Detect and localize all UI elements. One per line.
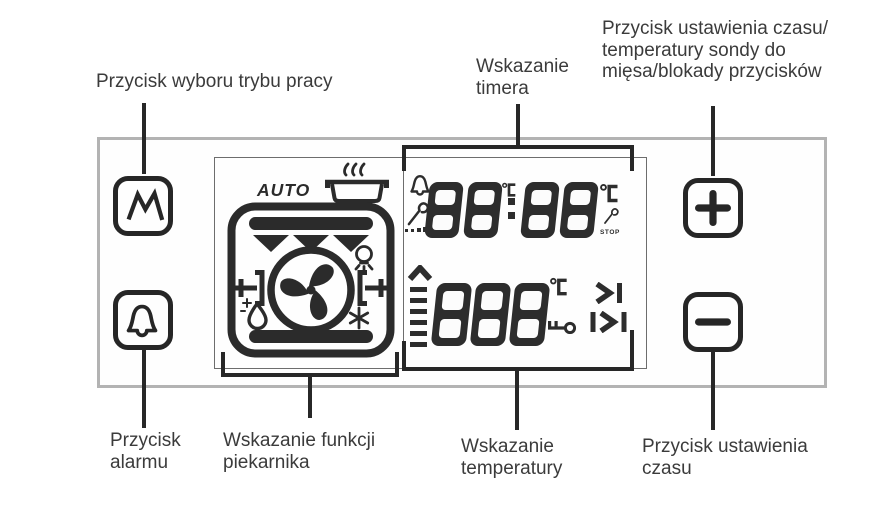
- colon-dot: [508, 198, 515, 205]
- stop-indicator: STOP: [600, 229, 620, 236]
- timer-callout-stem: [516, 104, 520, 147]
- label-line: Przycisk ustawienia czasu/: [602, 18, 828, 39]
- timer-bracket-tick-left: [402, 145, 406, 171]
- auto-indicator: AUTO: [257, 180, 311, 200]
- label-line: piekarnika: [223, 451, 310, 473]
- seven-segment-digit: [508, 283, 551, 346]
- function-bracket-tick-right: [395, 352, 399, 377]
- digit-window: [480, 291, 504, 310]
- label-alarm-button: Przycisk alarmu: [110, 430, 181, 473]
- function-bracket-tick-left: [221, 352, 225, 377]
- temperature-callout-stem: [515, 367, 519, 430]
- plus-button[interactable]: [683, 178, 743, 238]
- label-line: Wskazanie funkcji: [223, 430, 376, 451]
- label-line: timera: [476, 77, 529, 99]
- seven-segment-digit: [469, 283, 512, 346]
- digit-window: [519, 291, 543, 310]
- function-callout-stem: [308, 373, 312, 418]
- steam-clean-droplet-icon: [240, 298, 268, 331]
- digit-window: [516, 319, 540, 338]
- label-time-probe-lock-button: Przycisk ustawienia czasu/ temperatury s…: [602, 18, 828, 83]
- seven-segment-digit: [430, 283, 473, 346]
- label-time-set-button: Przycisk ustawienia czasu: [642, 436, 808, 479]
- probe-socket-right-icon: [357, 270, 391, 306]
- mode-select-button[interactable]: [113, 176, 173, 236]
- label-mode-button: Przycisk wyboru trybu pracy: [96, 71, 333, 93]
- temp-rise-chevron-icon: [407, 265, 433, 281]
- label-line: mięsa/blokady przycisków: [602, 61, 822, 82]
- temperature-value-display: [404, 158, 646, 368]
- oven-outline: [227, 202, 395, 358]
- label-oven-function-indicator: Wskazanie funkcji piekarnika: [223, 430, 375, 473]
- minus-callout-line: [711, 351, 715, 430]
- label-line: czasu: [642, 457, 692, 479]
- mode-m-icon: [126, 188, 165, 221]
- plus-callout-line: [711, 106, 715, 176]
- arrow-between-bars-icon: [590, 311, 627, 333]
- plus-icon: [695, 190, 731, 226]
- label-line: Przycisk: [110, 430, 181, 451]
- pot-steam-icon: [325, 162, 389, 203]
- alarm-button[interactable]: [113, 290, 173, 350]
- label-line: Przycisk wyboru trybu pracy: [96, 71, 333, 92]
- degree-c-icon: [550, 277, 569, 296]
- fan-icon: [267, 246, 355, 334]
- temperature-bracket-tick-right: [630, 330, 634, 369]
- key-lock-icon: [548, 321, 576, 334]
- minus-button[interactable]: [683, 292, 743, 352]
- top-heat-icon: [249, 217, 373, 230]
- label-line: Przycisk ustawienia: [642, 436, 808, 457]
- timer-bracket: [402, 145, 634, 149]
- timer-value-display: [404, 158, 646, 368]
- label-temperature-indicator: Wskazanie temperatury: [461, 436, 562, 479]
- oven-symbol: [227, 202, 395, 358]
- label-line: temperatury sondy do: [602, 39, 786, 61]
- digit-window: [477, 319, 501, 338]
- alarm-callout-line: [142, 349, 146, 428]
- arrow-to-end-icon: [595, 282, 622, 304]
- digit-window: [438, 319, 462, 338]
- label-line: Wskazanie: [476, 56, 569, 77]
- timer-bracket-tick-right: [630, 145, 634, 171]
- label-line: Wskazanie: [461, 436, 554, 457]
- minus-icon: [695, 318, 731, 326]
- bell-icon: [126, 304, 158, 338]
- label-timer-indicator: Wskazanie timera: [476, 56, 569, 99]
- bottom-heat-icon: [249, 330, 373, 343]
- temperature-bracket-tick-left: [402, 341, 406, 369]
- lamp-icon: [354, 245, 374, 272]
- colon-dot: [508, 212, 515, 219]
- digits-display: STOP: [403, 157, 647, 369]
- label-line: alarmu: [110, 451, 169, 473]
- mode-callout-line: [142, 103, 146, 174]
- digit-window: [441, 291, 465, 310]
- oven-function-display: AUTO: [214, 157, 404, 369]
- grill-icon: [253, 235, 369, 252]
- label-line: temperatury: [461, 457, 563, 479]
